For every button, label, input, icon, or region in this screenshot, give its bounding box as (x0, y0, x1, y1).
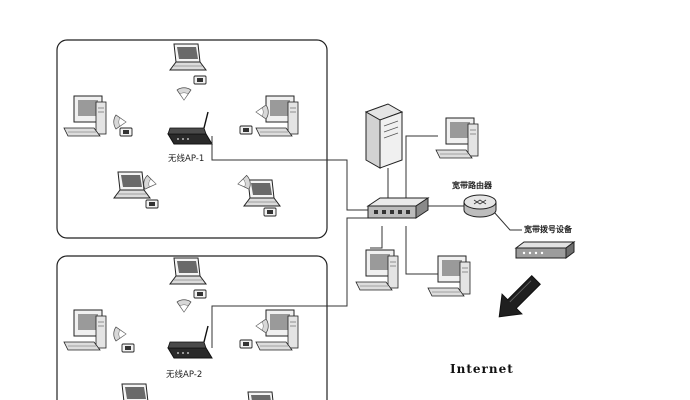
modem-label: 宽带拨号设备 (524, 225, 572, 234)
laptop-icon (169, 257, 207, 285)
wireless-adapter-icon (193, 75, 207, 85)
connection-lines (211, 135, 522, 348)
desktop-computer-icon (63, 95, 107, 137)
laptop-icon (169, 43, 207, 71)
desktop-computer-icon (435, 117, 479, 159)
wireless-adapter-icon (193, 289, 207, 299)
laptop-icon (243, 391, 281, 400)
laptop-icon (117, 383, 155, 400)
router-label: 宽带路由器 (452, 181, 492, 190)
router-icon (463, 194, 497, 218)
wireless-signal-icon (236, 174, 252, 192)
wireless-group-1-box (56, 39, 328, 239)
wireless-signal-icon (255, 104, 269, 120)
wireless-adapter-icon (239, 125, 253, 135)
wireless-adapter-icon (263, 207, 277, 217)
wireless-group-2-box (56, 255, 328, 400)
desktop-computer-icon (427, 255, 471, 297)
wireless-signal-icon (255, 318, 269, 334)
network-switch-icon (366, 197, 430, 219)
wireless-adapter-icon (119, 127, 133, 137)
wireless-ap-icon (167, 325, 213, 359)
wireless-adapter-icon (121, 343, 135, 353)
wireless-adapter-icon (145, 199, 159, 209)
wireless-signal-icon (142, 174, 158, 192)
wireless-ap-icon (167, 111, 213, 145)
wireless-signal-icon (113, 114, 127, 130)
ap2-label: 无线AP-2 (166, 370, 203, 380)
desktop-computer-icon (63, 309, 107, 351)
wireless-signal-icon (176, 299, 192, 313)
ap1-label: 无线AP-1 (168, 154, 205, 164)
desktop-computer-icon (355, 249, 399, 291)
server-tower-icon (364, 103, 404, 169)
internet-label: Internet (450, 362, 514, 376)
wireless-adapter-icon (239, 339, 253, 349)
wireless-signal-icon (176, 87, 192, 101)
internet-arrow-icon (498, 275, 541, 318)
wireless-signal-icon (113, 326, 127, 342)
modem-icon (514, 241, 576, 259)
